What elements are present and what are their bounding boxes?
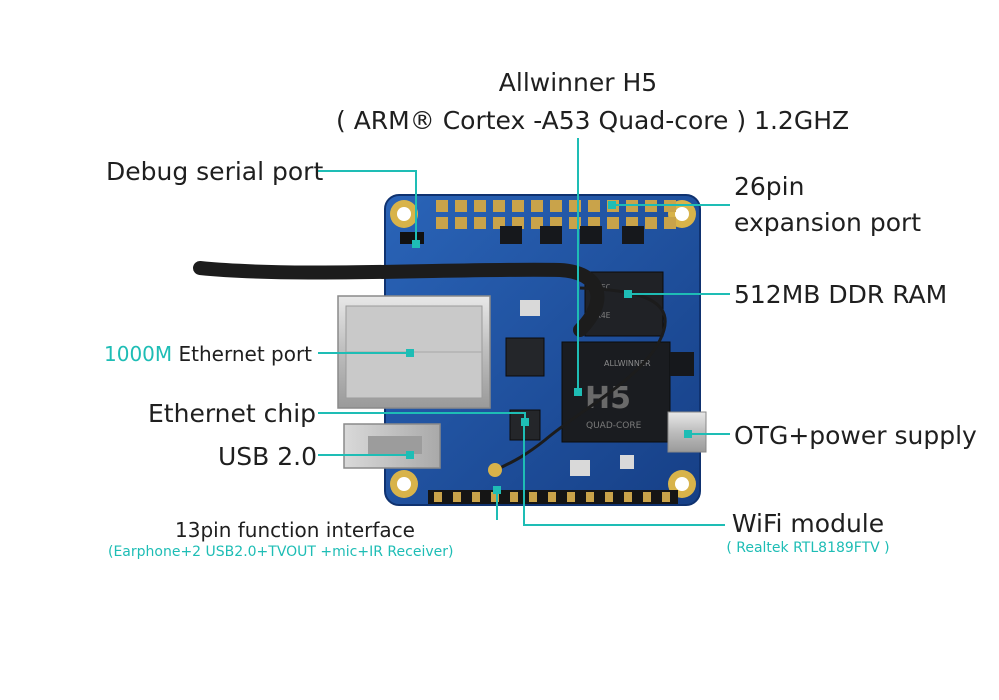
usb-label: USB 2.0 xyxy=(218,442,318,471)
function-pin xyxy=(605,492,613,502)
soc-name-label: Allwinner H5 xyxy=(498,68,658,97)
function-pin xyxy=(434,492,442,502)
header-pin xyxy=(531,200,543,212)
pin-header-13 xyxy=(428,490,678,504)
usb-jack xyxy=(343,423,441,469)
expansion-label-line1: 26pin xyxy=(734,172,805,201)
header-pin xyxy=(569,200,581,212)
header-pin xyxy=(436,200,448,212)
header-pin xyxy=(474,217,486,229)
header-pin xyxy=(474,200,486,212)
header-pin xyxy=(455,217,467,229)
leader-points xyxy=(406,201,692,494)
function-pin xyxy=(529,492,537,502)
otg-label: OTG+power supply xyxy=(734,421,977,450)
function-pin xyxy=(662,492,670,502)
function-pin xyxy=(472,492,480,502)
function-pin xyxy=(567,492,575,502)
function-pin xyxy=(491,492,499,502)
header-pin xyxy=(455,200,467,212)
ethernet-port-text: Ethernet port xyxy=(178,342,313,366)
header-pin xyxy=(588,200,600,212)
ram-label: 512MB DDR RAM xyxy=(734,280,948,309)
header-pin xyxy=(493,200,505,212)
header-pin xyxy=(512,200,524,212)
header-pin xyxy=(550,200,562,212)
expansion-label-line2: expansion port xyxy=(734,208,922,237)
mounting-holes xyxy=(390,200,696,498)
soc-detail-label: ( ARM® Cortex -A53 Quad-core ) 1.2GHZ xyxy=(336,106,850,135)
ethernet-port-speed: 1000M xyxy=(104,342,173,366)
function-pin xyxy=(453,492,461,502)
soc-quad-silkscreen: QUAD-CORE xyxy=(586,421,642,431)
function-pin xyxy=(643,492,651,502)
ethernet-port-label: 1000M Ethernet port xyxy=(104,344,312,364)
wifi-detail-label: ( Realtek RTL8189FTV ) xyxy=(726,540,890,556)
function-pin xyxy=(548,492,556,502)
header-pin xyxy=(645,217,657,229)
debug-serial-label: Debug serial port xyxy=(106,157,324,186)
svg-text:SEC: SEC xyxy=(596,283,611,292)
header-pin xyxy=(569,217,581,229)
antenna-cable xyxy=(193,261,605,337)
header-pin xyxy=(436,217,448,229)
function-pin xyxy=(586,492,594,502)
header-pin xyxy=(664,217,676,229)
ethernet-chip-label: Ethernet chip xyxy=(148,399,317,428)
soc-brand-silkscreen: ALLWINNER xyxy=(604,359,651,368)
function-pin xyxy=(624,492,632,502)
function-detail-label: (Earphone+2 USB2.0+TVOUT +mic+IR Receive… xyxy=(108,544,454,560)
header-pin xyxy=(607,217,619,229)
wifi-chip xyxy=(505,337,545,377)
svg-text:K4E: K4E xyxy=(596,311,611,320)
soc-silkscreen: H5 xyxy=(585,381,631,416)
antenna-wire xyxy=(495,286,667,472)
function-interface-label: 13pin function interface xyxy=(175,518,415,542)
function-pin xyxy=(510,492,518,502)
wifi-module-label: WiFi module xyxy=(731,509,885,538)
